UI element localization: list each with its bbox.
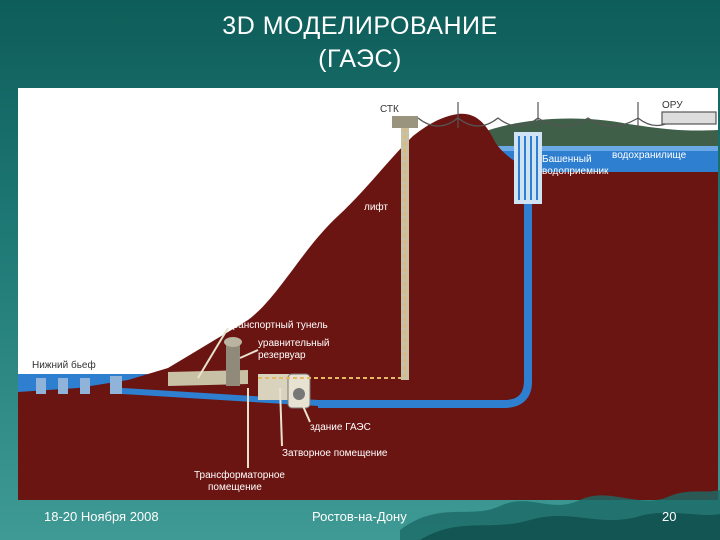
- power-line: [417, 102, 717, 128]
- pumped-storage-diagram: СТК ОРУ водохранилище Башенный водоприем…: [18, 88, 718, 500]
- stk-building: [392, 116, 418, 128]
- footer-date: 18-20 Ноября 2008: [44, 509, 159, 524]
- diagram-canvas: СТК ОРУ водохранилище Башенный водоприем…: [18, 88, 718, 500]
- label-lift: лифт: [364, 201, 388, 213]
- label-surge-tank-2: резервуар: [258, 350, 306, 361]
- label-lower-pool: Нижний бьеф: [32, 359, 96, 371]
- mountain: [18, 113, 718, 500]
- label-surge-tank-1: уравнительный: [258, 338, 329, 349]
- lift-shaft: [401, 126, 409, 380]
- slide-title: 3D МОДЕЛИРОВАНИЕ (ГАЭС): [0, 10, 720, 76]
- label-transformer-room-1: Трансформаторное: [194, 469, 285, 481]
- turbine-icon: [293, 388, 305, 400]
- label-gate-room: Затворное помещение: [282, 448, 388, 459]
- label-stk: СТК: [380, 104, 399, 115]
- label-reservoir: водохранилище: [612, 150, 687, 161]
- label-tower-intake-1: Башенный: [542, 154, 592, 165]
- tailrace-conduit: [122, 388, 318, 406]
- surge-tank: [226, 342, 240, 386]
- decorative-waves: [400, 490, 720, 540]
- slide-title-line-1: 3D МОДЕЛИРОВАНИЕ: [222, 12, 498, 40]
- label-station-building: здание ГАЭС: [310, 422, 371, 433]
- footer-location: Ростов-на-Дону: [312, 509, 407, 524]
- label-tower-intake-2: водоприемник: [542, 166, 609, 177]
- pier-blocks: [36, 376, 122, 394]
- label-oru: ОРУ: [662, 100, 683, 111]
- slide-title-line-2: (ГАЭС): [318, 45, 402, 73]
- label-transformer-room-2: помещение: [208, 482, 262, 493]
- footer-page-number: 20: [662, 509, 677, 524]
- label-transport-tunnel: транспортный тунель: [228, 320, 328, 331]
